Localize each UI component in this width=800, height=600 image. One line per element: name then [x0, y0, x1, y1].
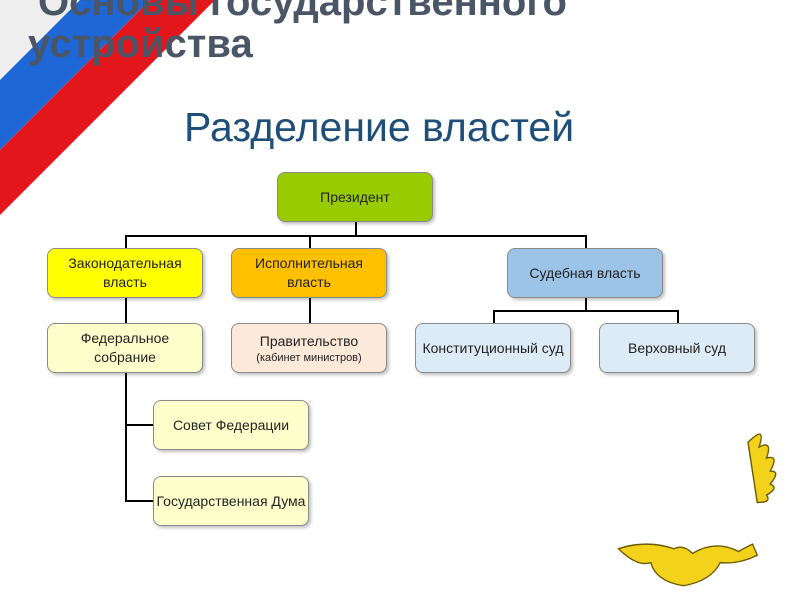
- connector: [309, 297, 311, 323]
- connector: [125, 500, 153, 502]
- slide-title-line2: устройства: [28, 22, 253, 66]
- legislative-box: Законодательная власть: [47, 248, 203, 298]
- federation-council-label: Совет Федерации: [172, 416, 290, 433]
- connector: [125, 297, 127, 323]
- connector: [125, 424, 153, 426]
- state-duma-box: Государственная Дума: [153, 476, 309, 526]
- constitutional-court-box: Конституционный суд: [415, 323, 571, 373]
- judicial-label: Судебная власть: [529, 264, 641, 281]
- russian-flag-ribbon: [0, 0, 215, 215]
- federation-council-box: Совет Федерации: [153, 400, 309, 450]
- government-box: Правительство (кабинет министров): [231, 323, 387, 373]
- supreme-court-box: Верховный суд: [599, 323, 755, 373]
- executive-box: Исполнительная власть: [231, 248, 387, 298]
- president-label: Президент: [320, 188, 390, 205]
- judicial-box: Судебная власть: [507, 248, 663, 298]
- federal-assembly-box: Федеральное собрание: [47, 323, 203, 373]
- government-label: Правительство: [259, 332, 359, 349]
- connector: [125, 235, 127, 248]
- supreme-court-label: Верховный суд: [627, 339, 727, 356]
- legislative-label: Законодательная власть: [68, 255, 182, 290]
- connector: [125, 235, 587, 237]
- connector: [585, 297, 587, 311]
- slide-subtitle: Разделение властей: [184, 104, 575, 150]
- slide-title-line1: Основы государственного: [38, 0, 567, 24]
- connector: [355, 222, 357, 236]
- state-duma-label: Государственная Дума: [156, 492, 306, 509]
- president-box: Президент: [277, 172, 433, 222]
- executive-label: Исполнительная власть: [255, 255, 363, 290]
- connector: [309, 235, 311, 248]
- connector: [493, 310, 679, 312]
- government-note: (кабинет министров): [256, 351, 362, 364]
- federal-assembly-label: Федеральное собрание: [80, 330, 170, 365]
- connector: [677, 310, 679, 323]
- constitutional-court-label: Конституционный суд: [422, 339, 564, 356]
- connector: [493, 310, 495, 323]
- connector: [125, 373, 127, 502]
- connector: [585, 235, 587, 248]
- coat-of-arms-eagle-icon: [617, 433, 777, 587]
